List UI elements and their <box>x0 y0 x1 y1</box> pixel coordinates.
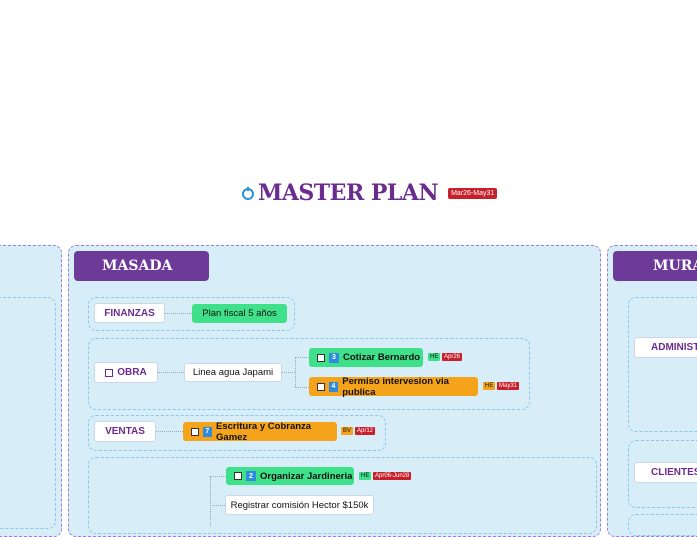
obra-group <box>88 338 530 410</box>
checkbox-icon[interactable] <box>317 382 325 391</box>
masada-header[interactable]: MASADA <box>74 251 209 281</box>
cotizar-bernardo-task[interactable]: 3 Cotizar Bernardo <box>309 348 423 367</box>
priority-number-icon: 3 <box>329 352 339 363</box>
registrar-comision-task[interactable]: Registrar comisión Hector $150k <box>225 495 374 515</box>
connector <box>282 372 295 373</box>
mura-column <box>607 245 697 537</box>
priority-number-icon: 7 <box>202 426 213 437</box>
topic-label: OBRA <box>117 367 147 378</box>
linea-agua-task[interactable]: Linea agua Japami <box>184 363 282 382</box>
assignee-badge: HE <box>428 353 441 361</box>
clientes-topic[interactable]: CLIENTES <box>634 462 697 483</box>
connector <box>210 476 226 477</box>
connector <box>295 357 296 387</box>
task-label: Organizar Jardineria <box>260 470 353 482</box>
task-label: Linea agua Japami <box>192 367 274 378</box>
due-date-badge: Apr06-Jun28 <box>373 472 412 480</box>
title-date-badge: Mar26-May31 <box>448 187 498 199</box>
checkbox-icon[interactable] <box>317 353 325 362</box>
connector <box>295 387 309 388</box>
checkbox-icon[interactable] <box>234 472 242 480</box>
task-label: Permiso intervesion via publica <box>342 375 449 398</box>
connector <box>158 372 184 373</box>
assignee-badge: HE <box>483 382 496 390</box>
page-title: MASTER PLAN <box>258 180 439 206</box>
due-date-badge: Apr12 <box>355 427 376 435</box>
obra-topic[interactable]: OBRA <box>94 362 158 383</box>
task-label: Cotizar Bernardo <box>343 352 421 363</box>
assignee-badge: HE <box>359 472 372 480</box>
progress-icon <box>242 187 254 200</box>
left-inner-group <box>0 297 56 529</box>
priority-number-icon: 4 <box>328 381 339 392</box>
connector <box>210 505 225 506</box>
master-plan-title[interactable]: MASTER PLAN Mar26-May31 <box>242 180 498 206</box>
permiso-intervesion-task[interactable]: 4 Permiso intervesion via publica <box>309 375 478 398</box>
assignee-badge: BV <box>341 427 354 435</box>
task-label: Plan fiscal 5 años <box>202 308 277 319</box>
ventas-group <box>88 415 386 451</box>
plan-fiscal-task[interactable]: Plan fiscal 5 años <box>192 304 287 323</box>
finanzas-group <box>88 297 295 331</box>
mura-next-group <box>628 514 697 536</box>
task-label: Registrar comisión Hector $150k <box>230 499 369 511</box>
left-column <box>0 245 62 537</box>
escritura-cobranza-task[interactable]: 7 Escritura y Cobranza Gamez <box>183 420 337 443</box>
checkbox-icon <box>105 368 114 377</box>
checkbox-icon[interactable] <box>191 427 199 436</box>
due-date-badge: Apr26 <box>442 353 463 361</box>
organizar-jardineria-task[interactable]: 2 Organizar Jardineria <box>226 467 354 485</box>
administra-topic[interactable]: ADMINISTRA <box>634 337 697 358</box>
due-date-badge: May31 <box>497 382 520 390</box>
connector <box>210 476 211 526</box>
connector <box>295 357 309 358</box>
administra-group <box>628 297 697 432</box>
ventas-topic[interactable]: VENTAS <box>94 421 156 442</box>
priority-number-icon: 2 <box>246 471 256 481</box>
connector <box>156 431 183 432</box>
task-label: Escritura y Cobranza Gamez <box>216 420 312 443</box>
connector <box>165 313 192 314</box>
clientes-group <box>628 440 697 508</box>
finanzas-topic[interactable]: FINANZAS <box>94 303 165 323</box>
